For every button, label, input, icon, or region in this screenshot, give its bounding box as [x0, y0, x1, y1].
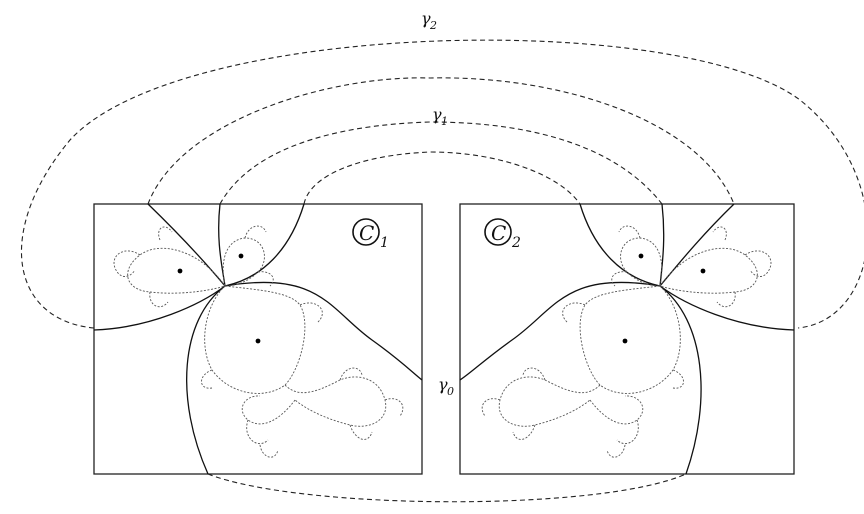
basin-boundary-2f: [659, 285, 702, 475]
curve-gamma0-inner: [303, 151, 581, 205]
label-gamma2-symbol: γ: [421, 9, 431, 28]
fixed-point-1b: [238, 253, 244, 259]
basin-boundary-2e: [459, 281, 661, 381]
fixed-point-2a: [700, 268, 706, 274]
fixed-point-2b: [638, 253, 644, 259]
plane-label-1-letter: C: [359, 221, 374, 245]
plane-label-1: C 1: [352, 218, 389, 251]
label-gamma2-sub: 2: [429, 19, 437, 32]
curve-gamma0-bottom: [207, 473, 687, 503]
basin-boundary-1e: [224, 281, 423, 381]
plane-label-2-sub: 2: [511, 235, 521, 251]
curve-gamma1-inner: [219, 121, 663, 205]
plane-label-1-sub: 1: [380, 235, 389, 251]
basin-boundary-1a: [147, 203, 226, 287]
label-gamma1: γ 1: [432, 105, 448, 128]
label-gamma1-symbol: γ: [432, 105, 442, 124]
plane-box-1: [93, 203, 423, 475]
basin-boundary-2a: [659, 203, 735, 287]
label-gamma2: γ 2: [421, 9, 437, 32]
fixed-point-1a: [177, 268, 183, 274]
basin-boundary-2c: [579, 203, 661, 287]
fixed-point-2c: [622, 338, 628, 344]
label-gamma0-symbol: γ: [438, 375, 448, 394]
basin-boundary-1c: [224, 203, 305, 287]
label-gamma0: γ 0: [438, 375, 454, 398]
label-gamma0-sub: 0: [447, 385, 454, 398]
plane-label-2-letter: C: [491, 221, 506, 245]
basin-boundary-2d: [659, 285, 795, 331]
plane-label-2: C 2: [484, 218, 521, 251]
basin-boundary-2b: [659, 203, 665, 287]
label-gamma1-sub: 1: [441, 115, 448, 128]
basin-boundary-1b: [218, 203, 226, 287]
julia-set-2: [481, 225, 772, 458]
curve-gamma1-outer: [147, 77, 735, 205]
curve-gamma2: [20, 39, 864, 329]
fixed-point-1c: [255, 338, 261, 344]
plane-box-2: [459, 203, 795, 475]
basin-boundary-1f: [186, 285, 226, 475]
julia-set-1: [113, 225, 404, 458]
basin-boundary-1d: [93, 285, 226, 331]
